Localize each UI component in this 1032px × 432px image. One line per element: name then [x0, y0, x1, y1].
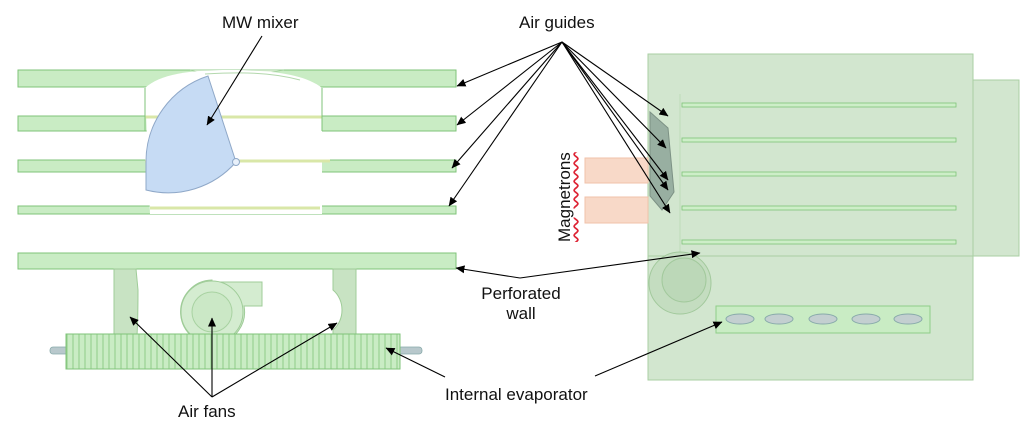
arrow-wall-left — [455, 265, 521, 279]
arrow-guide-tv-3 — [561, 41, 669, 181]
air-guide-plates — [17, 69, 457, 215]
arrow-fan-1 — [129, 316, 213, 398]
arrow-guide-3 — [451, 41, 563, 169]
arrows — [129, 35, 723, 398]
arrow-guide-tv-1 — [561, 41, 669, 117]
arrow-evap-left — [385, 347, 446, 378]
arrow-mixer — [206, 35, 263, 126]
air-fan-centrifugal — [180, 279, 263, 345]
arrow-fan-3 — [211, 322, 338, 398]
arrow-guide-1 — [456, 41, 563, 87]
arrow-wall-right — [519, 250, 701, 279]
label-air-fans: Air fans — [178, 402, 236, 421]
label-mw-mixer: MW mixer — [222, 13, 299, 32]
arrow-guide-tv-4 — [561, 41, 669, 191]
label-magnetrons: Magnetrons — [555, 152, 574, 242]
label-air-guides: Air guides — [519, 13, 595, 32]
perforated-wall — [17, 252, 457, 270]
internal-evaporator-top-view — [715, 305, 931, 334]
arrow-evap-right — [594, 321, 723, 377]
fan-supports — [113, 268, 357, 349]
air-fan-top-view — [648, 251, 712, 315]
arrow-guide-2 — [456, 41, 563, 126]
arrow-guide-tv-5 — [561, 41, 671, 214]
label-perforated-wall: Perforated wall — [481, 284, 561, 323]
arrow-guide-4 — [448, 41, 563, 207]
label-internal-evaporator: Internal evaporator — [445, 385, 588, 404]
arrow-guide-tv-2 — [561, 41, 667, 149]
internal-evaporator-left — [49, 333, 423, 370]
air-guides-top-view — [681, 102, 957, 245]
magnetrons — [584, 157, 649, 224]
mw-mixer — [145, 75, 240, 194]
